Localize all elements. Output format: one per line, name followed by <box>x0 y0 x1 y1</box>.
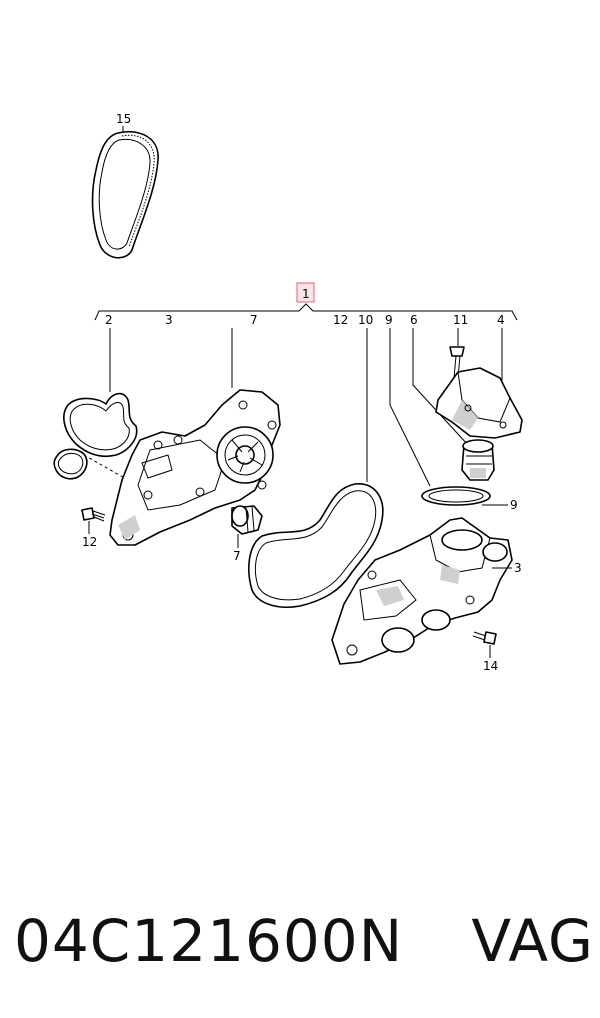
callout-7-bottom: 7 <box>233 549 241 563</box>
callout-6: 6 <box>410 313 418 327</box>
callout-15: 15 <box>116 112 131 126</box>
fitting-7 <box>231 505 263 535</box>
callout-1: 1 <box>302 287 310 301</box>
callout-9-top: 9 <box>385 313 393 327</box>
callout-12-left: 12 <box>82 535 97 549</box>
bolt-14 <box>472 631 497 645</box>
coolant-housing-3 <box>331 517 513 665</box>
timing-belt <box>91 131 159 259</box>
callout-9-right: 9 <box>510 498 518 512</box>
gasket-2 <box>53 392 138 480</box>
callout-3-right: 3 <box>514 561 522 575</box>
callout-box-1[interactable] <box>296 282 315 303</box>
brand-name: VAG <box>471 907 594 975</box>
water-pump-housing <box>109 389 281 546</box>
callout-4: 4 <box>497 313 505 327</box>
callout-10: 10 <box>358 313 373 327</box>
thermostat-6 <box>461 439 495 481</box>
caption: 04C121600N VAG <box>14 896 594 986</box>
parts-diagram: 15 1 2 3 7 12 10 9 6 11 4 <box>53 112 523 673</box>
callout-2: 2 <box>105 313 113 327</box>
gasket-10 <box>248 483 384 608</box>
callout-14: 14 <box>483 659 498 673</box>
callout-7-top: 7 <box>250 313 258 327</box>
bolt-12 <box>81 507 106 522</box>
callout-11: 11 <box>453 313 468 327</box>
bolt-11 <box>449 346 465 379</box>
part-number: 04C121600N <box>14 907 404 975</box>
callout-12-top: 12 <box>333 313 348 327</box>
thermostat-cover-4 <box>435 367 523 439</box>
callout-3-top: 3 <box>165 313 173 327</box>
o-ring-9 <box>421 486 491 506</box>
